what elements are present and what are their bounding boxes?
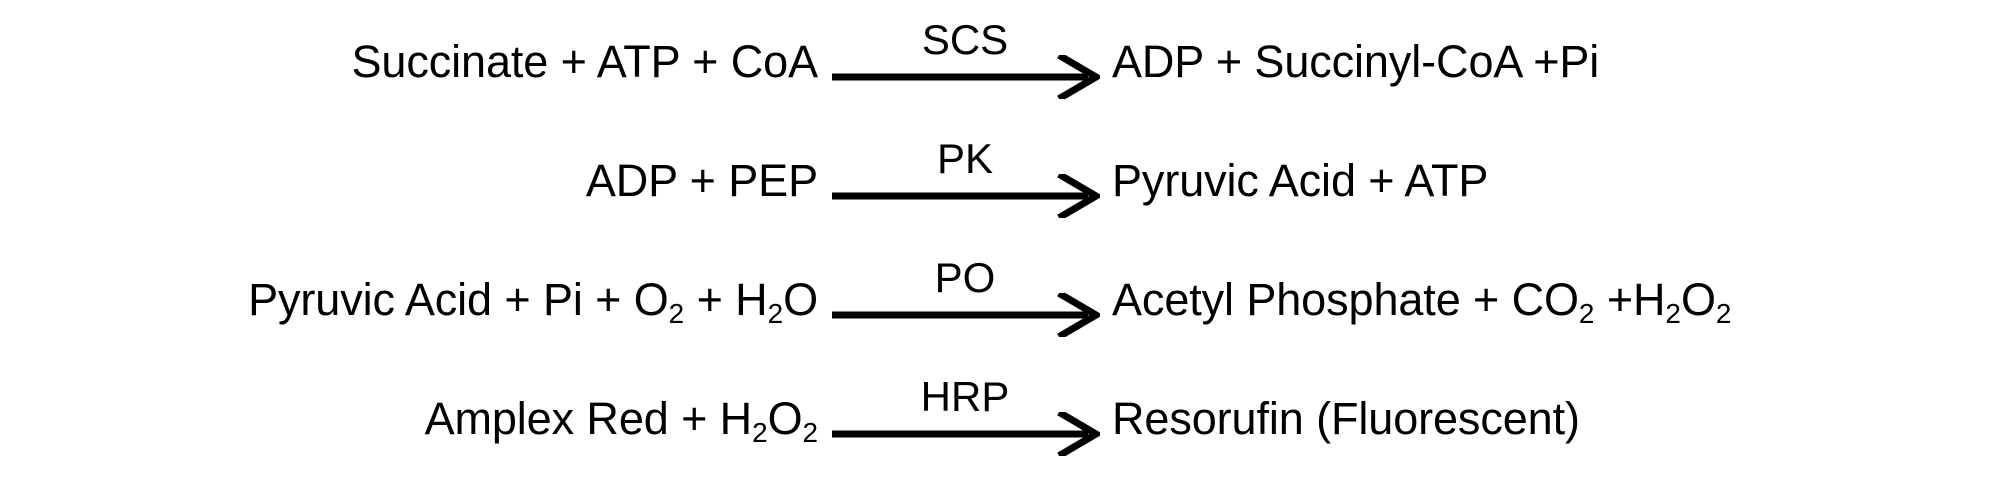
right-arrow-icon [832,55,1100,99]
reaction-row: ADP + PEP PK Pyruvic Acid + ATP [0,121,2000,240]
right-arrow-icon [832,412,1100,456]
right-arrow-icon [832,293,1100,337]
products-text: Acetyl Phosphate + CO2 +H2O2 [1112,274,1732,329]
products-text: ADP + Succinyl-CoA +Pi [1112,36,1600,87]
enzyme-label: HRP [920,373,1010,420]
reaction-arrow-group: PK [830,121,1100,240]
enzyme-label: PO [934,254,996,301]
products-text: Pyruvic Acid + ATP [1112,155,1489,206]
enzyme-label: PK [936,135,994,182]
reactants-text: Pyruvic Acid + Pi + O2 + H2O [248,274,818,329]
reaction-row: Succinate + ATP + CoA SCS ADP + Succinyl… [0,2,2000,121]
reaction-arrow-group: PO [830,240,1100,359]
reaction-row: Amplex Red + H2O2 HRP Resorufin (Fluores… [0,359,2000,478]
enzyme-label: SCS [921,16,1009,63]
reactants-text: ADP + PEP [585,155,818,206]
reactants-text: Amplex Red + H2O2 [424,393,818,448]
reaction-arrow-group: SCS [830,2,1100,121]
products-text: Resorufin (Fluorescent) [1112,393,1580,444]
reaction-row: Pyruvic Acid + Pi + O2 + H2O PO Acetyl P… [0,240,2000,359]
reaction-arrow-group: HRP [830,359,1100,478]
right-arrow-icon [832,174,1100,218]
reactants-text: Succinate + ATP + CoA [351,36,818,87]
